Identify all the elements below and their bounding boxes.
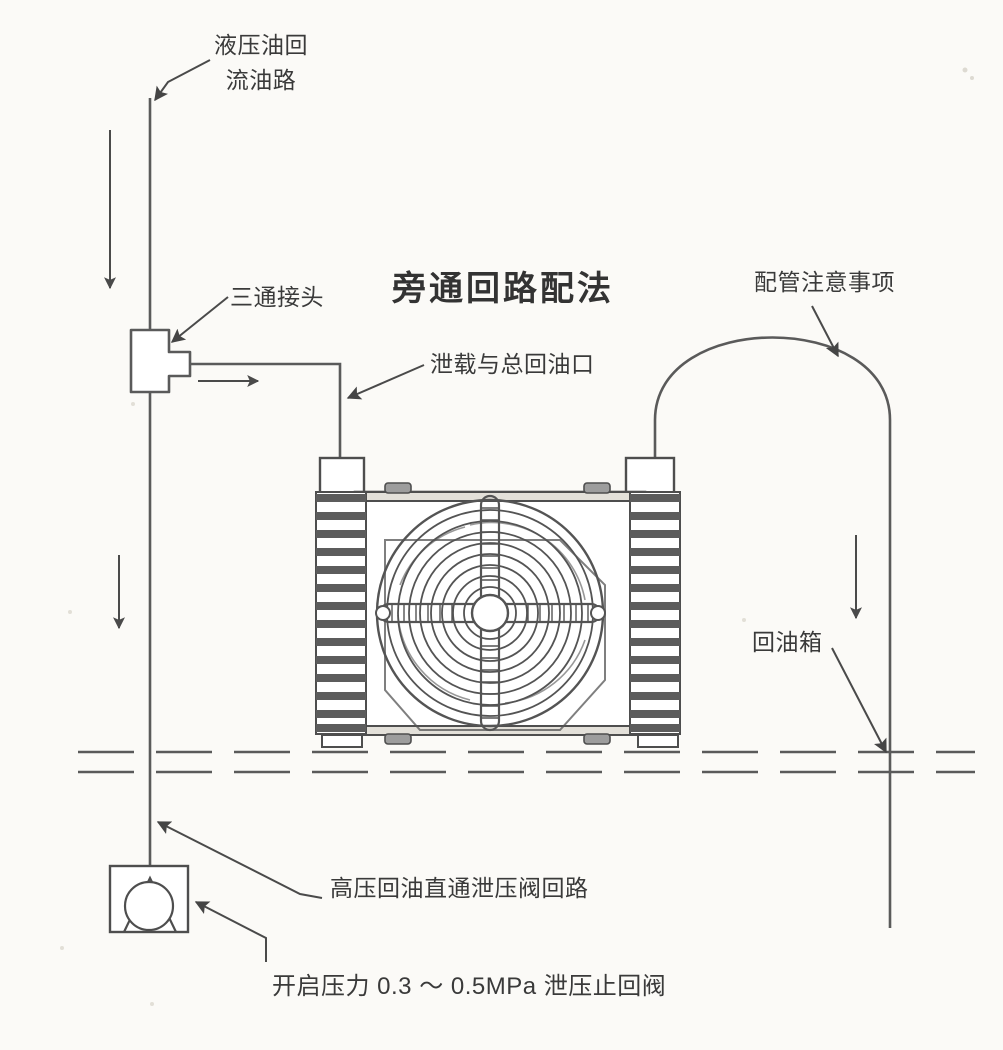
- leader-high-pressure-bypass: [156, 821, 323, 899]
- return-arch-pipe: [653, 336, 892, 928]
- leader-tee-fitting: [170, 296, 229, 343]
- relief-check-valve: [108, 864, 190, 934]
- label-return-tank: 回油箱: [752, 629, 823, 655]
- cooling-fan: [375, 494, 606, 732]
- oil-tank-level: [78, 750, 975, 774]
- leader-piping-notes: [811, 305, 839, 358]
- label-relief-check-valve: 开启压力 0.3 ～ 0.5MPa 泄压止回阀: [272, 973, 667, 1000]
- label-tee-fitting: 三通接头: [230, 284, 324, 310]
- tee-fitting: [129, 328, 192, 394]
- label-return-line: 液压油回 流油路: [214, 28, 308, 97]
- label-high-pressure-bypass: 高压回油直通泄压阀回路: [330, 875, 589, 901]
- leader-return-line: [154, 59, 211, 102]
- cooler-fin-stack-right: [629, 491, 681, 735]
- leader-return-tank: [831, 647, 887, 754]
- diagram-title: 旁通回路配法: [392, 270, 614, 308]
- air-cooled-oil-cooler: [315, 456, 681, 748]
- label-return-line-line2: 流油路: [225, 66, 297, 93]
- label-piping-notes: 配管注意事项: [754, 269, 895, 295]
- label-return-line-line1: 液压油回: [214, 32, 308, 58]
- branch-pipe-to-cooler: [190, 362, 342, 460]
- leader-drain-return-port: [346, 364, 425, 400]
- leader-relief-check-valve: [194, 901, 267, 962]
- cooler-fin-stack-left: [315, 491, 367, 735]
- paper-specks: [60, 67, 974, 1006]
- label-drain-return-port: 泄载与总回油口: [430, 351, 595, 377]
